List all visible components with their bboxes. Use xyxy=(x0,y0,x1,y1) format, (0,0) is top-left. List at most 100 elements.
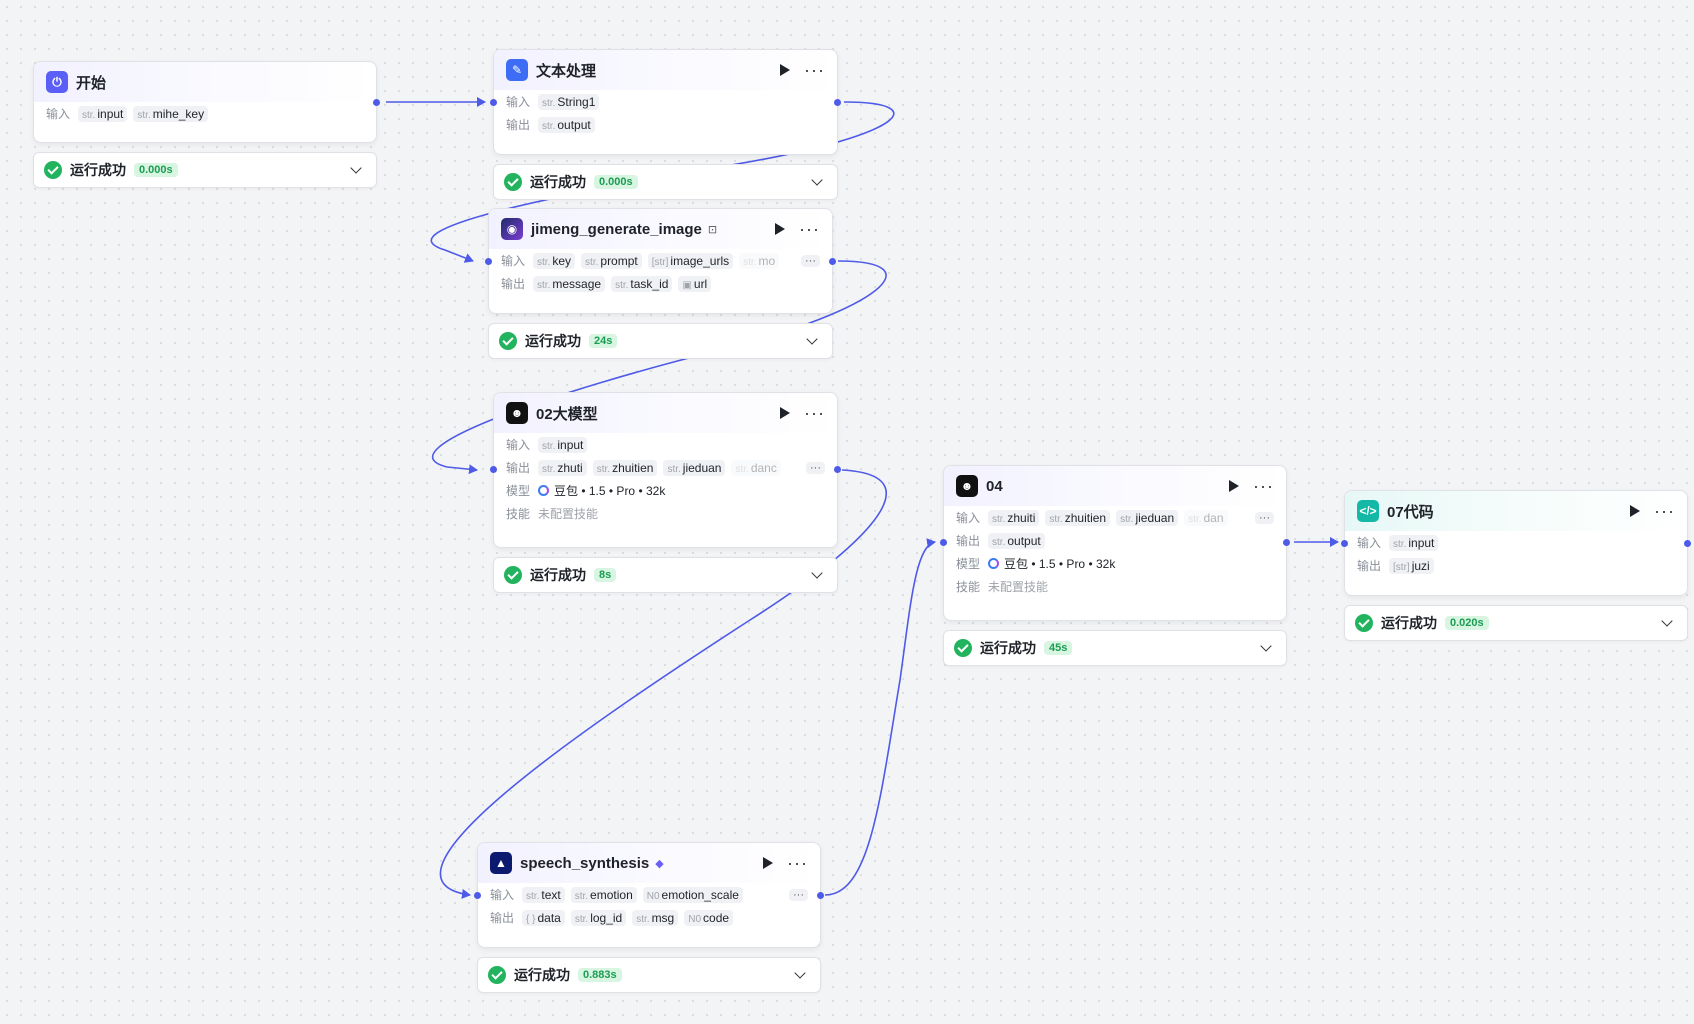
node-start[interactable]: ⏻ 开始 输入 str.input str.mihe_key xyxy=(33,61,380,143)
code-icon: </> xyxy=(1357,500,1379,522)
llm-icon: ☻ xyxy=(506,402,528,424)
run-icon[interactable] xyxy=(1630,505,1641,517)
success-check-icon xyxy=(504,566,522,584)
chevron-down-icon[interactable] xyxy=(811,174,823,186)
run-icon[interactable] xyxy=(780,64,791,76)
more-icon[interactable]: ··· xyxy=(1654,501,1675,521)
plugin-icon: ⊡ xyxy=(707,223,718,236)
success-check-icon xyxy=(488,966,506,984)
doubao-model-icon xyxy=(538,485,550,496)
node-title: 07代码 xyxy=(1387,503,1434,521)
model-row: 模型 豆包 • 1.5 • Pro • 32k xyxy=(506,484,666,498)
chevron-down-icon[interactable] xyxy=(806,333,818,345)
node-code-07[interactable]: </> 07代码 ··· 输入 str.input 输出 [str]juzi xyxy=(1341,490,1691,596)
node-header: ☻ 04 ··· xyxy=(944,466,1286,506)
more-params-icon[interactable]: ··· xyxy=(801,254,820,267)
node-title: speech_synthesis xyxy=(520,854,650,872)
input-row: 输入 str.String1 xyxy=(494,90,837,113)
chevron-down-icon[interactable] xyxy=(811,567,823,579)
more-icon[interactable]: ··· xyxy=(799,219,820,239)
chevron-down-icon[interactable] xyxy=(350,162,362,174)
output-port[interactable] xyxy=(817,892,824,899)
output-port[interactable] xyxy=(1283,539,1290,546)
wire-speech-04 xyxy=(824,538,936,896)
input-row: 输入 str.input xyxy=(494,433,837,456)
output-row: 输出 str.message str.task_id ▣url xyxy=(489,272,832,295)
input-row: 输入 str.input str.mihe_key xyxy=(34,102,376,125)
node-title: 04 xyxy=(986,477,1003,495)
node-jimeng-generate-image[interactable]: ◉ jimeng_generate_image ⊡ ··· 输入 str.key… xyxy=(485,208,836,314)
output-row: 输出 str.zhuti str.zhuitien str.jieduan st… xyxy=(494,456,837,479)
output-port[interactable] xyxy=(834,466,841,473)
status-bar-speech-synthesis[interactable]: 运行成功 0.883s xyxy=(477,957,821,993)
success-check-icon xyxy=(504,173,522,191)
node-header: ☻ 02大模型 ··· xyxy=(494,393,837,433)
node-text-processing[interactable]: ✎ 文本处理 ··· 输入 str.String1 输出 str.output xyxy=(490,49,841,155)
status-bar-start[interactable]: 运行成功 0.000s xyxy=(33,152,377,188)
node-speech-synthesis[interactable]: ▲ speech_synthesis ◆ ··· 输入 str.text str… xyxy=(474,842,824,948)
output-port[interactable] xyxy=(834,99,841,106)
duration-badge: 24s xyxy=(589,334,618,348)
node-llm-02[interactable]: ☻ 02大模型 ··· 输入 str.input 输出 str.zhuti st… xyxy=(490,392,841,548)
output-row: 输出 str.output xyxy=(494,113,837,136)
run-icon[interactable] xyxy=(775,223,786,235)
status-bar-llm-02[interactable]: 运行成功 8s xyxy=(493,557,838,593)
premium-icon: ◆ xyxy=(655,857,664,870)
duration-badge: 0.000s xyxy=(594,175,638,189)
node-title: jimeng_generate_image xyxy=(531,220,702,238)
more-params-icon[interactable]: ··· xyxy=(806,461,825,474)
status-bar-text-processing[interactable]: 运行成功 0.000s xyxy=(493,164,838,200)
more-params-icon[interactable]: ··· xyxy=(1255,511,1274,524)
start-icon: ⏻ xyxy=(46,71,68,93)
node-header: ◉ jimeng_generate_image ⊡ ··· xyxy=(489,209,832,249)
input-port[interactable] xyxy=(940,539,947,546)
input-port[interactable] xyxy=(1341,540,1348,547)
success-check-icon xyxy=(44,161,62,179)
success-check-icon xyxy=(1355,614,1373,632)
node-title: 文本处理 xyxy=(536,62,597,80)
status-bar-jimeng[interactable]: 运行成功 24s xyxy=(488,323,833,359)
output-row: 输出 [str]juzi xyxy=(1345,554,1687,577)
duration-badge: 0.000s xyxy=(134,163,178,177)
llm-icon: ☻ xyxy=(956,475,978,497)
status-bar-llm-04[interactable]: 运行成功 45s xyxy=(943,630,1287,666)
model-row: 模型 豆包 • 1.5 • Pro • 32k xyxy=(956,557,1116,571)
duration-badge: 8s xyxy=(594,568,617,582)
skill-row: 技能 未配置技能 xyxy=(956,580,1049,594)
duration-badge: 0.020s xyxy=(1445,616,1489,630)
run-icon[interactable] xyxy=(763,857,774,869)
speech-synthesis-icon: ▲ xyxy=(490,852,512,874)
chevron-down-icon[interactable] xyxy=(794,967,806,979)
input-port[interactable] xyxy=(485,258,492,265)
input-port[interactable] xyxy=(490,99,497,106)
run-icon[interactable] xyxy=(1229,480,1240,492)
node-title: 开始 xyxy=(76,74,107,92)
more-icon[interactable]: ··· xyxy=(787,853,808,873)
node-header: </> 07代码 ··· xyxy=(1345,491,1687,531)
chevron-down-icon[interactable] xyxy=(1260,640,1272,652)
more-params-icon[interactable]: ··· xyxy=(789,888,808,901)
output-port[interactable] xyxy=(829,258,836,265)
node-header: ⏻ 开始 xyxy=(34,62,376,102)
chevron-down-icon[interactable] xyxy=(1661,615,1673,627)
input-port[interactable] xyxy=(490,466,497,473)
output-port[interactable] xyxy=(1684,540,1691,547)
output-port[interactable] xyxy=(373,99,380,106)
input-row: 输入 str.key str.prompt [str]image_urls st… xyxy=(489,249,832,272)
success-check-icon xyxy=(954,639,972,657)
text-processing-icon: ✎ xyxy=(506,59,528,81)
run-icon[interactable] xyxy=(780,407,791,419)
more-icon[interactable]: ··· xyxy=(804,60,825,80)
node-header: ✎ 文本处理 ··· xyxy=(494,50,837,90)
output-row: 输出 str.output xyxy=(944,529,1286,552)
success-check-icon xyxy=(499,332,517,350)
more-icon[interactable]: ··· xyxy=(804,403,825,423)
status-bar-code-07[interactable]: 运行成功 0.020s xyxy=(1344,605,1688,641)
duration-badge: 45s xyxy=(1044,641,1073,655)
input-port[interactable] xyxy=(474,892,481,899)
node-llm-04[interactable]: ☻ 04 ··· 输入 str.zhuiti str.zhuitien str.… xyxy=(940,465,1290,621)
input-row: 输入 str.input xyxy=(1345,531,1687,554)
more-icon[interactable]: ··· xyxy=(1253,476,1274,496)
